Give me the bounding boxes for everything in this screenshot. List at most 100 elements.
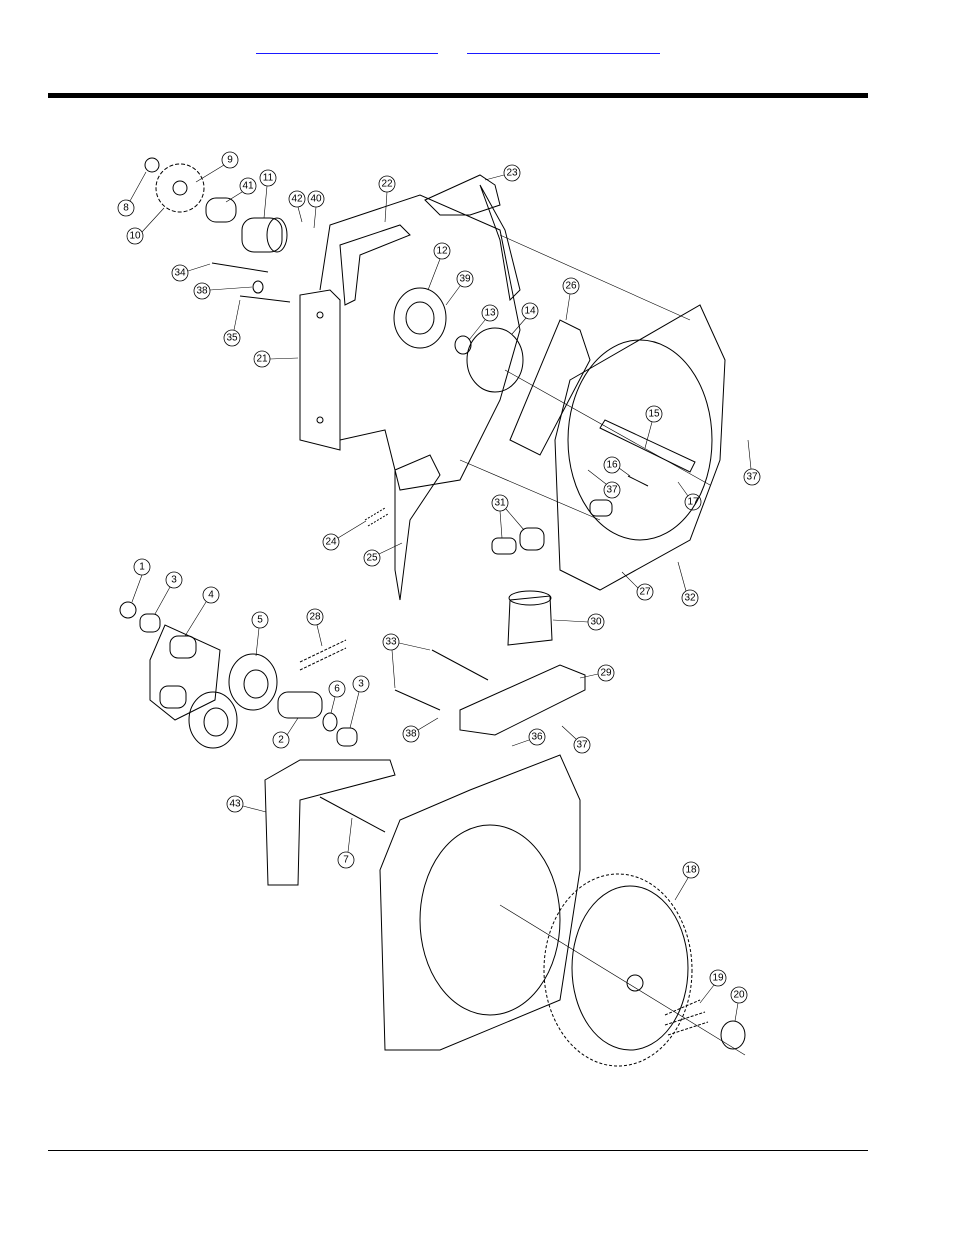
header-link-left[interactable]: [256, 42, 438, 54]
header-link-right[interactable]: [467, 42, 660, 54]
callout-label: 20: [733, 990, 745, 1001]
pulley-5b: [188, 691, 238, 749]
callout-32: 32: [677, 561, 699, 607]
callout-label: 13: [484, 308, 496, 319]
roller-31a: [491, 537, 517, 555]
callout-label: 38: [196, 286, 208, 297]
callout-6: 6: [328, 680, 346, 714]
bracket-22: [339, 224, 411, 306]
callout-27: 27: [621, 571, 654, 601]
callout-label: 27: [639, 587, 651, 598]
callout-label: 41: [242, 181, 254, 192]
spring-28: [299, 639, 347, 671]
collar-6: [322, 712, 338, 732]
header-rule: [48, 93, 868, 98]
callout-label: 2: [278, 735, 284, 746]
callout-7: 7: [337, 817, 355, 869]
pulley-5b-inner: [203, 707, 229, 737]
nut-1: [119, 601, 137, 619]
callout-label: 30: [590, 617, 602, 628]
callout-25: 25: [363, 542, 403, 567]
callout-2: 2: [272, 717, 299, 749]
callout-1: 1: [131, 558, 151, 603]
callout-30: 30: [552, 613, 605, 631]
bolt-34: [211, 262, 269, 273]
callout-label: 21: [256, 354, 268, 365]
bolt-33a: [431, 649, 489, 681]
pawl-25: [394, 454, 441, 601]
callout-label: 37: [606, 485, 618, 496]
callout-34: 34: [171, 263, 211, 282]
callouts: 1 2 3 3 4 5 6 7 8 9 10 11 12 13 14 15 16…: [117, 151, 761, 1022]
callout-18: 18: [674, 861, 700, 901]
callout-29: 29: [579, 664, 615, 682]
callout-38b: 38: [402, 717, 439, 743]
callout-21: 21: [253, 350, 299, 368]
callout-label: 19: [712, 973, 724, 984]
bracket-23-arm: [479, 184, 521, 302]
cap-20: [720, 1020, 746, 1050]
pulley-5a-inner: [243, 669, 269, 699]
callout-20: 20: [730, 986, 748, 1022]
callout-label: 35: [226, 333, 238, 344]
callout-label: 29: [600, 668, 612, 679]
wheel-18: [543, 873, 693, 1067]
callout-label: 15: [648, 409, 660, 420]
callout-23: 23: [484, 164, 521, 182]
callout-label: 5: [257, 615, 263, 626]
callout-label: 3: [358, 679, 364, 690]
bracket-4: [149, 624, 221, 721]
callout-39: 39: [445, 270, 474, 306]
callout-label: 18: [685, 865, 697, 876]
pin-16: [627, 475, 649, 487]
callout-label: 12: [436, 246, 448, 257]
callout-38a: 38: [193, 282, 253, 300]
bracket-23: [424, 174, 501, 216]
callout-label: 32: [684, 593, 696, 604]
upper-assembly: [144, 157, 726, 601]
callout-label: 6: [334, 684, 340, 695]
bushing-3b: [336, 727, 358, 747]
callout-label: 1: [139, 562, 145, 573]
bolt-33b: [394, 689, 441, 711]
callout-label: 37: [576, 740, 588, 751]
leader-line: [504, 369, 711, 486]
callout-3b: 3: [349, 675, 370, 729]
callout-31: 31: [491, 494, 525, 539]
bracket-4-boss: [159, 685, 187, 709]
header-links: [0, 42, 954, 56]
callout-4: 4: [184, 586, 220, 637]
washer-13: [454, 335, 472, 355]
pulley-5a: [228, 653, 278, 711]
housing-ring: [419, 824, 561, 1016]
callout-label: 39: [459, 274, 471, 285]
callout-label: 34: [174, 268, 186, 279]
callout-label: 23: [506, 168, 518, 179]
washer-38: [252, 280, 264, 294]
callout-5: 5: [251, 611, 269, 657]
callout-label: 33: [385, 637, 397, 648]
hub-11-end: [266, 217, 288, 253]
wheel-18-hub: [626, 974, 644, 992]
callout-19: 19: [699, 969, 727, 1004]
sprocket-10-hub: [172, 180, 188, 196]
bearing-12: [393, 287, 447, 349]
callout-15: 15: [644, 405, 663, 449]
housing: [379, 754, 581, 1051]
bushing-3a: [139, 613, 161, 633]
bearing-12-inner: [405, 301, 435, 335]
callout-label: 42: [291, 194, 303, 205]
callout-17: 17: [677, 481, 702, 511]
callout-16: 16: [603, 456, 631, 477]
main-plate-27-ring: [567, 339, 713, 541]
callout-11: 11: [259, 169, 277, 219]
plate-43: [264, 759, 396, 886]
callout-label: 14: [524, 306, 536, 317]
bracket-4-boss: [169, 635, 197, 659]
roller-31c: [589, 499, 613, 517]
callout-label: 8: [123, 203, 129, 214]
leader-line: [499, 234, 691, 321]
callout-label: 16: [606, 460, 618, 471]
callout-label: 4: [208, 590, 214, 601]
callout-10: 10: [126, 207, 165, 245]
